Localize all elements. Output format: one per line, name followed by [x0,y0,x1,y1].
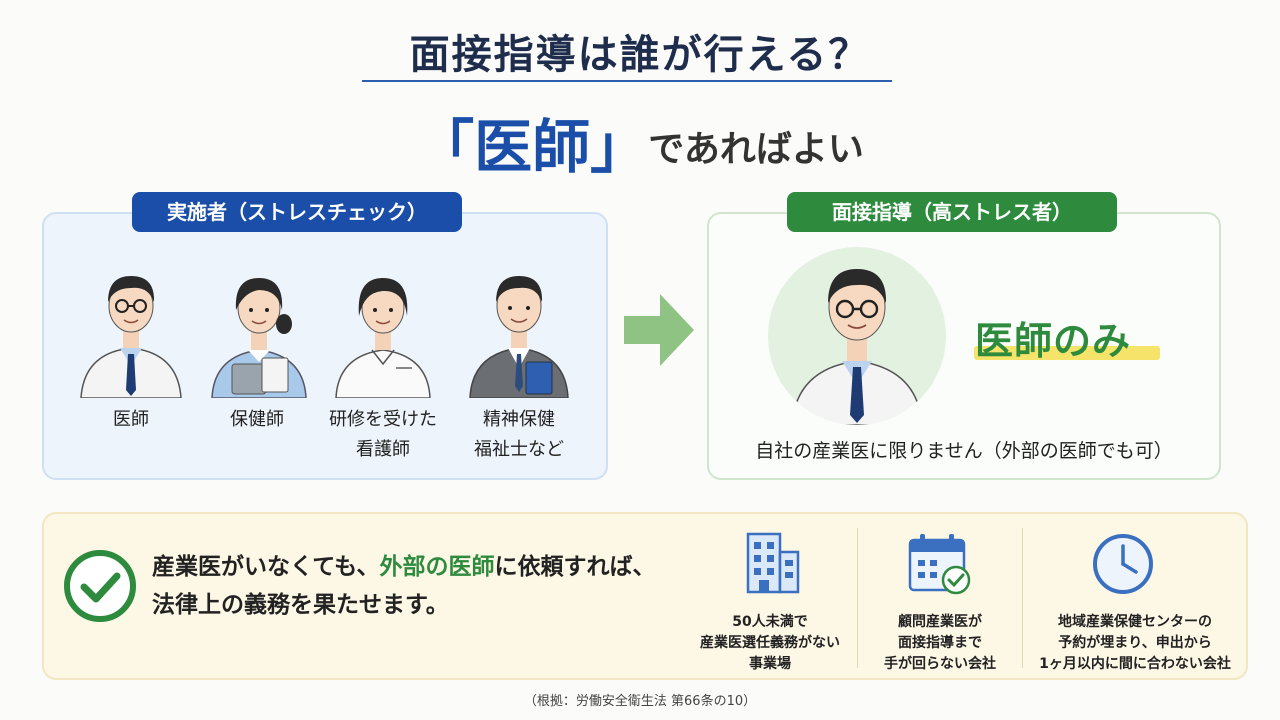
case-line: 面接指導まで [898,635,982,651]
doctor-circle [768,247,946,425]
only-highlight [974,346,1160,360]
person-label-social-worker: 精神保健 福祉士など [449,405,589,465]
doctor-large-icon [791,269,923,425]
implementers-badge: 実施者（ストレスチェック） [132,192,462,232]
building-icon [746,532,800,594]
case-line: 50人未満で [732,614,808,630]
person-label-doctor: 医師 [61,405,201,435]
doctor-only-text: 医師のみ [975,319,1132,363]
title-underline [362,80,892,82]
msg-part: 産業医がいなくても、 [152,554,380,580]
case-line: 予約が埋まり、申出から [1058,635,1212,651]
msg-part: に依頼すれば、 [494,554,656,580]
person-label-line: 医師 [113,409,149,430]
conclusion-line-2: 法律上の義務を果たせます。 [152,592,449,618]
person-label-public-health-nurse: 保健師 [187,405,327,435]
case-line: 顧問産業医が [898,614,982,630]
person-label-line: 精神保健 [483,409,555,430]
case-divider [1022,528,1023,668]
interview-badge: 面接指導（高ストレス者） [787,192,1117,232]
page-title: 面接指導は誰が行える？ [409,32,871,78]
doctor-icon [80,276,182,398]
person-label-nurse: 研修を受けた 看護師 [313,405,453,465]
check-circle-icon [64,550,136,622]
person-label-line: 研修を受けた [329,409,437,430]
legal-basis-footnote: （根拠：労働安全衛生法 第66条の10） [523,694,757,709]
case-busy-advisor: 顧問産業医が 面接指導まで 手が回らない会社 [860,612,1020,675]
conclusion-panel [42,512,1248,680]
case-line: 手が回らない会社 [884,656,996,672]
case-small-business: 50人未満で 産業医選任義務がない 事業場 [690,612,850,675]
clock-icon [1093,534,1153,594]
case-line: 地域産業保健センターの [1058,614,1212,630]
subtitle-doctor: 「医師」 [416,113,649,181]
conclusion-message: 産業医がいなくても、外部の医師に依頼すれば、 法律上の義務を果たせます。 [152,548,655,624]
case-divider [857,528,858,668]
conclusion-line-1: 産業医がいなくても、外部の医師に依頼すれば、 [152,548,655,586]
case-line: 産業医選任義務がない [700,635,840,651]
person-label-line: 保健師 [230,409,284,430]
arrow-right-icon [624,294,694,366]
calendar-check-icon [908,534,971,595]
person-label-line: 福祉士など [474,439,564,460]
msg-highlight: 外部の医師 [379,554,495,580]
public-health-nurse-icon [211,278,307,398]
case-line: 事業場 [749,656,791,672]
social-worker-icon [469,276,569,398]
person-label-line: 看護師 [356,439,410,460]
interview-caption: 自社の産業医に限りません（外部の医師でも可） [755,440,1173,462]
nurse-icon [335,278,431,398]
case-center-full: 地域産業保健センターの 予約が埋まり、申出から 1ヶ月以内に間に合わない会社 [1026,612,1244,675]
page-subtitle: 「医師」であればよい [0,100,1280,184]
case-line: 1ヶ月以内に間に合わない会社 [1039,656,1231,672]
subtitle-rest: であればよい [648,129,864,170]
